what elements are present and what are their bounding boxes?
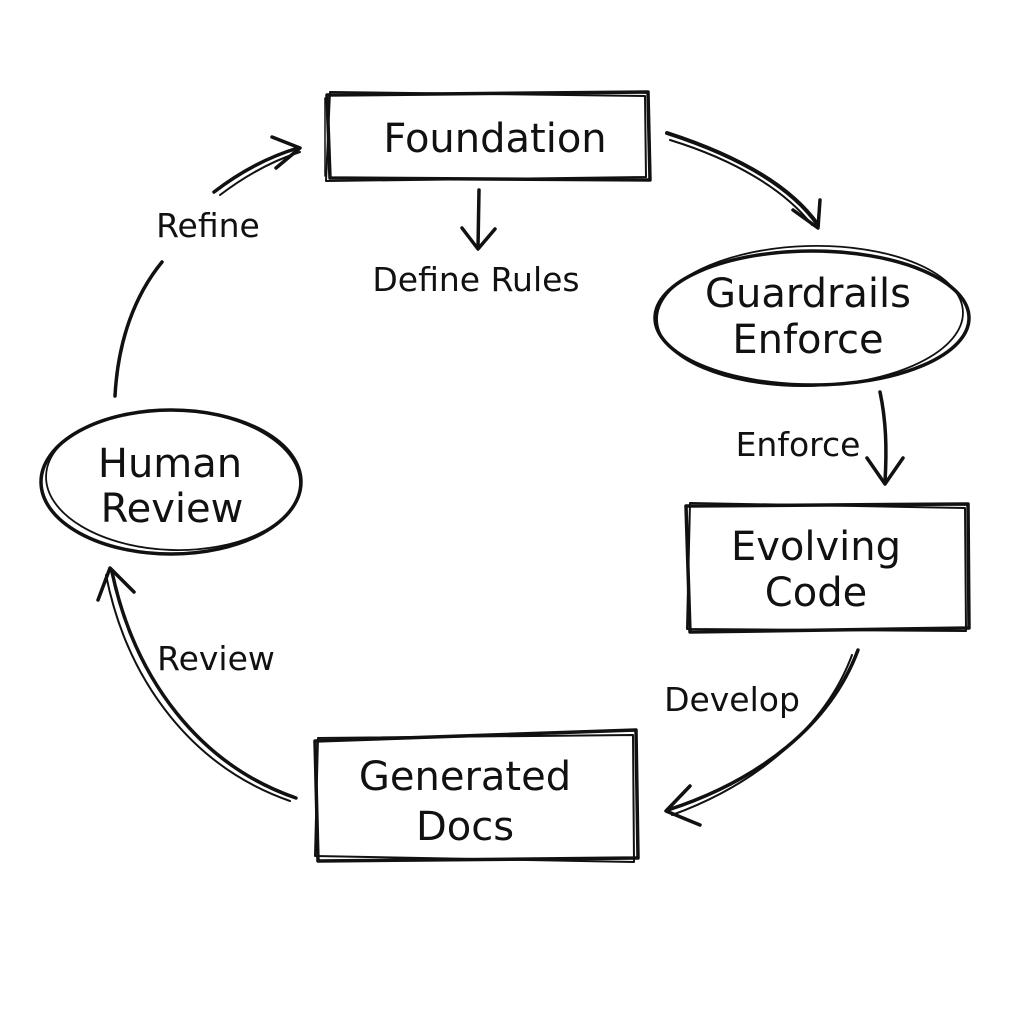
edge-enforce: Enforce [736,390,905,486]
edge-refine: Refine [113,135,302,398]
node-foundation: Foundation [324,90,652,182]
human-review-label-line2: Review [101,486,244,532]
evolving-code-label-line1: Evolving [731,524,901,570]
edge-define-rules: Define Rules [372,188,580,299]
node-generated-docs: Generated Docs [313,728,640,863]
guardrails-label-line1: Guardrails [705,271,911,317]
evolving-code-label-line2: Code [765,570,867,616]
develop-label: Develop [664,680,800,719]
node-human-review: Human Review [39,408,303,556]
edge-develop: Develop [664,648,860,827]
review-label: Review [157,639,275,678]
refine-label: Refine [156,206,260,245]
edge-review: Review [96,566,298,802]
generated-docs-label-line1: Generated [359,754,571,800]
arrow-foundation-to-guardrails [665,131,822,230]
enforce-label: Enforce [736,425,861,464]
foundation-label: Foundation [383,116,606,162]
define-rules-label: Define Rules [372,260,579,299]
node-guardrails-enforce: Guardrails Enforce [653,245,971,387]
guardrails-label-line2: Enforce [732,317,883,363]
node-evolving-code: Evolving Code [684,502,971,634]
generated-docs-label-line2: Docs [416,804,514,850]
human-review-label-line1: Human [98,441,242,487]
